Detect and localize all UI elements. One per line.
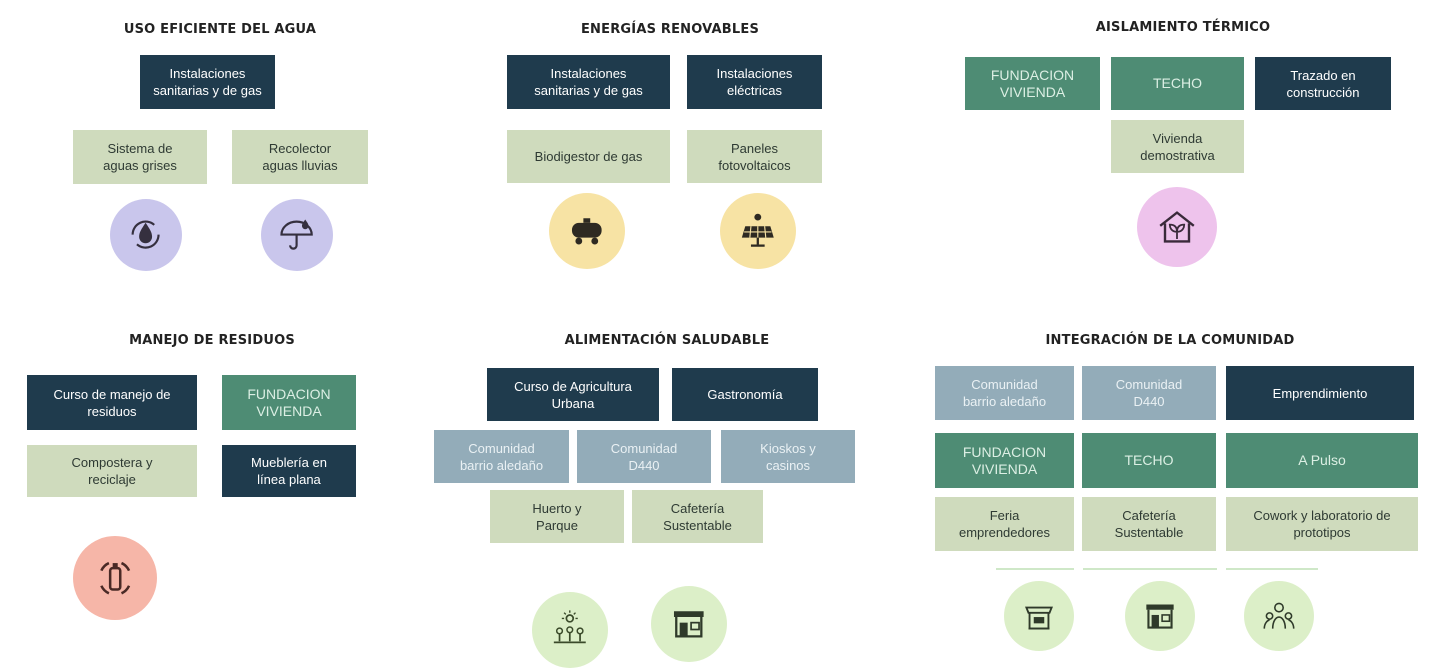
box-paneles-fotovoltaicos: Paneles fotovoltaicos [687,130,822,183]
section-title-alimentacion: ALIMENTACIÓN SALUDABLE [564,333,770,348]
box-recolector-aguas-lluvias: Recolector aguas lluvias [232,130,368,184]
gas-tank-icon [549,193,625,269]
box-instalaciones-electricas: Instalaciones eléctricas [687,55,822,109]
section-title-agua: USO EFICIENTE DEL AGUA [123,22,317,37]
box-feria-emprendedores: Feria emprendedores [935,497,1074,551]
box-biodigestor: Biodigestor de gas [507,130,670,183]
divider-line [1226,568,1318,570]
box-gastronomia: Gastronomía [672,368,818,421]
shop-icon [1125,581,1195,651]
market-stall-icon [1004,581,1074,651]
box-cafeteria-sustentable: Cafetería Sustentable [632,490,763,543]
solar-panel-icon [720,193,796,269]
people-network-icon [1244,581,1314,651]
divider-line [996,568,1074,570]
box-comunidad-barrio-aledano-2: Comunidad barrio aledaño [935,366,1074,420]
box-fundacion-vivienda-2: FUNDACION VIVIENDA [222,375,356,430]
section-title-comunidad: INTEGRACIÓN DE LA COMUNIDAD [1045,333,1295,348]
box-cowork-laboratorio: Cowork y laboratorio de prototipos [1226,497,1418,551]
water-cycle-icon [110,199,182,271]
box-huerto-parque: Huerto y Parque [490,490,624,543]
box-trazado-construccion: Trazado en construcción [1255,57,1391,110]
garden-sun-icon [532,592,608,668]
box-comunidad-d440: Comunidad D440 [577,430,711,483]
box-instalaciones-sanitarias-2: Instalaciones sanitarias y de gas [507,55,670,109]
bottle-recycle-icon [73,536,157,620]
section-title-aislamiento: AISLAMIENTO TÉRMICO [1095,20,1271,35]
box-muebleria-linea-plana: Mueblería en línea plana [222,445,356,497]
box-techo: TECHO [1111,57,1244,110]
box-curso-manejo-residuos: Curso de manejo de residuos [27,375,197,430]
box-techo-2: TECHO [1082,433,1216,488]
box-curso-agricultura-urbana: Curso de Agricultura Urbana [487,368,659,421]
box-kioskos-casinos: Kioskos y casinos [721,430,855,483]
box-fundacion-vivienda-3: FUNDACION VIVIENDA [935,433,1074,488]
box-a-pulso: A Pulso [1226,433,1418,488]
eco-house-icon [1137,187,1217,267]
box-sistema-aguas-grises: Sistema de aguas grises [73,130,207,184]
umbrella-rain-icon [261,199,333,271]
box-fundacion-vivienda: FUNDACION VIVIENDA [965,57,1100,110]
box-vivienda-demostrativa: Vivienda demostrativa [1111,120,1244,173]
section-title-residuos: MANEJO DE RESIDUOS [129,333,295,348]
shop-icon [651,586,727,662]
box-emprendimiento: Emprendimiento [1226,366,1414,420]
box-comunidad-barrio-aledano: Comunidad barrio aledaño [434,430,569,483]
box-instalaciones-sanitarias: Instalaciones sanitarias y de gas [140,55,275,109]
section-title-energias: ENERGÍAS RENOVABLES [580,22,760,37]
divider-line [1083,568,1217,570]
box-compostera-reciclaje: Compostera y reciclaje [27,445,197,497]
box-comunidad-d440-2: Comunidad D440 [1082,366,1216,420]
box-cafeteria-sustentable-2: Cafetería Sustentable [1082,497,1216,551]
